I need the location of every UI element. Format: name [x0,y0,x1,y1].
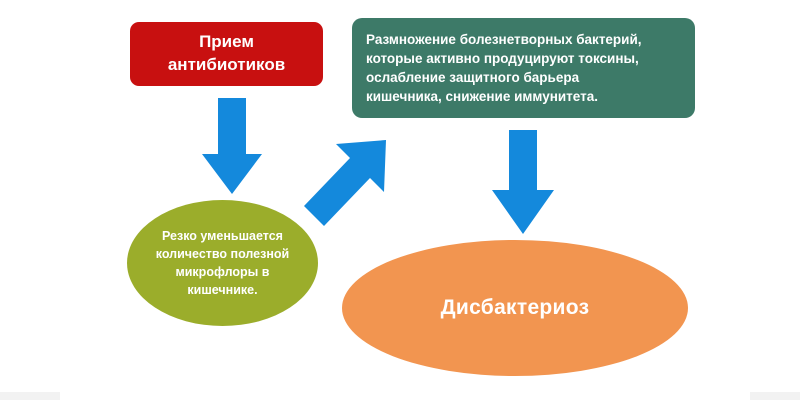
arrow-up-right-microflora-to-bacteria [304,140,386,226]
node-pathogenic-bacteria-line3: ослабление защитного барьера [366,70,580,85]
node-pathogenic-bacteria-line2: которые активно продуцируют токсины, [366,50,639,66]
node-microflora-decrease-line1: Резко уменьшается [162,228,283,243]
node-antibiotics-line2: антибиотиков [167,55,286,74]
node-dysbacteriosis-label: Дисбактериоз [440,296,590,319]
arrow-down-antibiotics-to-microflora [202,98,262,194]
node-pathogenic-bacteria: Размножение болезнетворных бактерий, кот… [352,18,695,118]
node-microflora-decrease-line2: количество полезной [155,246,290,261]
node-pathogenic-bacteria-line1: Размножение болезнетворных бактерий, [366,31,642,47]
bottom-edge-strip-inner [60,392,750,400]
node-microflora-decrease-line4: кишечнике. [187,283,258,298]
node-dysbacteriosis: Дисбактериоз [342,240,688,376]
node-antibiotics-line1: Прием [199,32,254,52]
node-antibiotics: Прием антибиотиков [130,22,323,86]
arrow-down-bacteria-to-dysbacteriosis [492,130,554,234]
node-microflora-decrease: Резко уменьшается количество полезной ми… [127,200,318,326]
node-pathogenic-bacteria-line4: кишечника, снижение иммунитета. [366,89,598,105]
node-microflora-decrease-line3: микрофлоры в [175,265,270,279]
